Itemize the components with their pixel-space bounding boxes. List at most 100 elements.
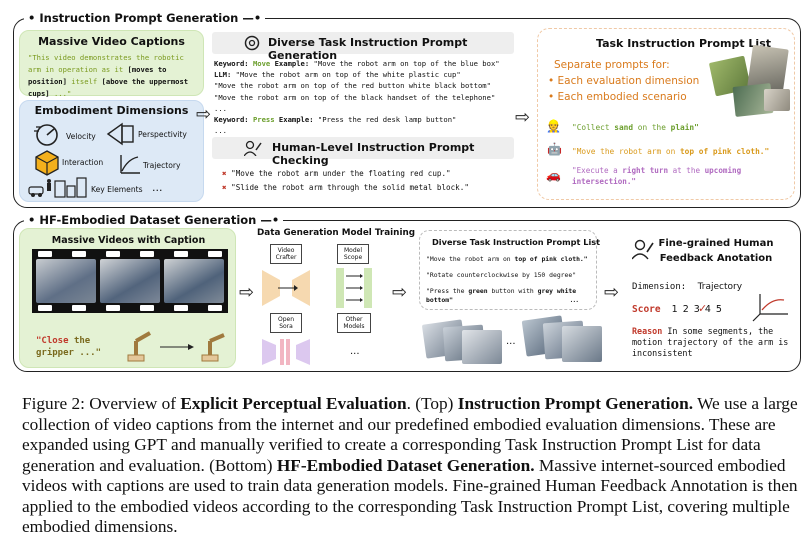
- film-hole: [106, 305, 120, 311]
- annotator-icon: [632, 239, 654, 260]
- model-open-sora-label: Open Sora: [277, 316, 295, 330]
- check-item-1: ✖ "Move the robot arm under the floating…: [222, 167, 469, 181]
- captions-text-b: [moves to position]: [28, 65, 167, 86]
- cross-icon: ✖: [222, 169, 227, 178]
- bottom-section-frame: [13, 220, 801, 372]
- check-item-2: ✖ "Slide the robot arm through the solid…: [222, 181, 469, 195]
- captions-text: "This video demonstrates the robotic arm…: [20, 48, 203, 100]
- title-line: —•: [260, 213, 280, 227]
- gen-header: Diverse Task Instruction Prompt Generati…: [212, 32, 514, 62]
- bottom-prompt-list-title: Diverse Task Instruction Prompt List: [432, 237, 601, 247]
- prompt-list-bullet-2: • Each embodied scenario: [548, 91, 687, 103]
- robot-arm-icons: [127, 331, 225, 362]
- video-frame-3: [164, 259, 224, 303]
- videos-title: Massive Videos with Caption: [51, 235, 206, 246]
- prompt-example-2: "Move the robot arm on top of pink cloth…: [572, 147, 769, 156]
- perspectivity-icon: [106, 122, 134, 146]
- bp3-b: green: [468, 287, 488, 295]
- captions-text-d: [above the uppermost cups]: [28, 77, 189, 98]
- clip-stack-2c: [562, 326, 602, 362]
- check-title: Human-Level Instruction Prompt Checking: [272, 141, 475, 167]
- bottom-prompt-list: Diverse Task Instruction Prompt List "Mo…: [419, 230, 601, 310]
- bottom-prompt-more: ...: [570, 295, 579, 305]
- model-other-models: Other Models: [337, 313, 371, 333]
- captions-panel: Massive Video Captions "This video demon…: [19, 30, 204, 98]
- gen-l1-example: Example:: [274, 59, 310, 68]
- model-video-crafter: Video Crafter: [270, 244, 302, 264]
- film-hole: [140, 305, 154, 311]
- film-hole: [208, 305, 222, 311]
- feedback-score-row: Score 1 2 3 4 5: [632, 304, 723, 315]
- openai-icon: [244, 35, 260, 51]
- arrow-right-icon: ⇨: [515, 107, 531, 128]
- gen-l6-keyword: Keyword:: [214, 115, 249, 125]
- gen-examples: Keyword: Move Example: "Move the robot a…: [214, 58, 519, 136]
- bullet-2-text: Each embodied scenario: [557, 91, 687, 103]
- trajectory-plot-icon: [752, 294, 788, 322]
- videos-panel: Massive Videos with Caption "Close the g…: [19, 228, 236, 368]
- feedback-title: Fine-grained Human Feedback Anotation: [658, 238, 774, 264]
- dim-more: ...: [152, 181, 163, 194]
- p1-b: sand: [614, 123, 634, 132]
- dim-velocity: Velocity: [66, 132, 96, 141]
- caption-part-3: We use a large collection of video capti…: [22, 394, 798, 475]
- video-frame-1: [36, 259, 96, 303]
- dim-key-elements: Key Elements: [91, 185, 143, 194]
- arrow-right-icon: ⇨: [392, 282, 408, 303]
- bp1-b: top of pink cloth.": [514, 255, 588, 263]
- diffusion-blocks-icon: [262, 339, 310, 365]
- film-hole: [72, 251, 86, 257]
- model-open-sora: Open Sora: [270, 313, 302, 333]
- caption-part-4: Massive internet-sourced embodied videos…: [22, 455, 798, 537]
- gen-line-3: "Move the robot arm on top of the red bu…: [214, 81, 491, 91]
- dimension-value: Trajectory: [697, 282, 743, 292]
- p1-d: plain": [670, 123, 699, 132]
- bottom-prompt-1: "Move the robot arm on top of pink cloth…: [426, 255, 588, 263]
- model-model-scope: Model Scope: [337, 244, 369, 264]
- figure-caption: Figure 2: Overview of Explicit Perceptua…: [22, 394, 802, 538]
- title-line: —•: [242, 11, 262, 25]
- bullet-1-text: Each evaluation dimension: [557, 75, 700, 87]
- clips-dots: ...: [506, 336, 516, 347]
- gen-l6-text: "Press the red desk lamp button": [317, 115, 457, 125]
- gen-line-7: ...: [214, 126, 227, 136]
- prompt-list-sep: Separate prompts for:: [554, 59, 670, 71]
- film-hole: [38, 305, 52, 311]
- p2-a: "Move the robot arm on: [572, 147, 676, 156]
- car-icon: 🚗: [546, 168, 561, 182]
- bp3-d: grey white bottom": [426, 287, 577, 304]
- trajectory-icon: [120, 155, 140, 174]
- p3-a: "Execute a: [572, 166, 618, 175]
- gen-line-6: Keyword: Press Example: "Press the red d…: [214, 114, 519, 125]
- feedback-reason: Reason In some segments, the motion traj…: [632, 326, 800, 359]
- p3-d: upcoming intersection.": [572, 166, 742, 186]
- film-strip: [32, 249, 228, 313]
- p1-c: on the: [637, 123, 666, 132]
- arrow-right-icon: ⇨: [604, 282, 620, 303]
- p3-c: at the: [672, 166, 701, 175]
- check-header: Human-Level Instruction Prompt Checking: [212, 137, 514, 167]
- video-frame-2: [100, 259, 160, 303]
- embodiment-title: Embodiment Dimensions: [34, 104, 189, 117]
- gen-l6-example: Example:: [278, 115, 314, 125]
- prompt-list-panel: Task Instruction Prompt List Separate pr…: [537, 28, 795, 200]
- captions-title: Massive Video Captions: [38, 35, 185, 48]
- top-section-title: • Instruction Prompt Generation —•: [24, 11, 266, 25]
- feedback-dimension: Dimension: Trajectory: [632, 282, 742, 292]
- p2-b: top of pink cloth.": [679, 147, 770, 156]
- p3-b: right turn: [622, 166, 669, 175]
- caption-bold-1: Explicit Perceptual Evaluation: [180, 394, 407, 413]
- bottom-section-title: • HF-Embodied Dataset Generation —•: [24, 213, 284, 227]
- caption-part-1: Figure 2: Overview of: [22, 394, 181, 413]
- prompt-list-title: Task Instruction Prompt List: [596, 37, 772, 50]
- score-options[interactable]: 1 2 3 4 5: [671, 304, 723, 315]
- dim-trajectory: Trajectory: [143, 161, 181, 170]
- captions-text-a: "This video demonstrates the robotic arm…: [28, 53, 184, 74]
- prompt-list-bullet-1: • Each evaluation dimension: [548, 75, 700, 87]
- robot-icon: 🤖: [547, 142, 562, 156]
- check-item-1-text: "Move the robot arm under the floating r…: [231, 169, 451, 178]
- gen-line-2: LLM: "Move the robot arm on top of the w…: [214, 69, 519, 80]
- gen-l6-word: Press: [252, 115, 275, 125]
- worker-icon: 👷: [546, 119, 561, 133]
- gen-l1-text: "Move the robot arm on top of the blue b…: [313, 59, 500, 68]
